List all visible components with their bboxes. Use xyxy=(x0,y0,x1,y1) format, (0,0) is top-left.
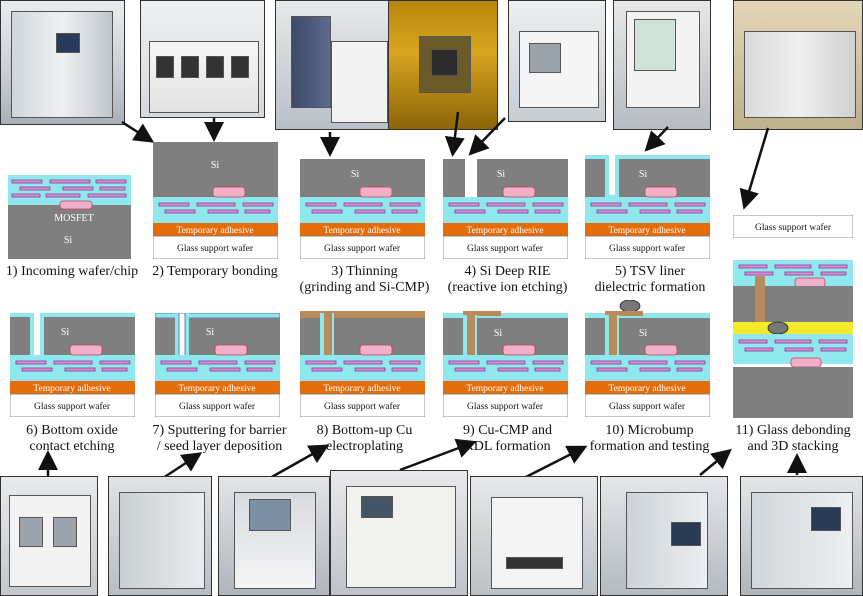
equipment-photo-5 xyxy=(508,0,606,122)
adhesive-label-4: Temporary adhesive xyxy=(466,226,543,236)
caption-step-10: 10) Microbump formation and testing xyxy=(589,423,710,454)
arrow-12 xyxy=(699,448,732,476)
si-label-6: Si xyxy=(61,327,70,338)
si-label-10: Si xyxy=(639,328,648,339)
equipment-photo-14 xyxy=(740,476,863,596)
adhesive-label-7: Temporary adhesive xyxy=(178,384,255,394)
equipment-photo-1 xyxy=(0,0,125,125)
si-label-5: Si xyxy=(639,169,648,180)
glass-label-2: Glass support wafer xyxy=(177,243,254,254)
diagram-step-1: MOSFET Si xyxy=(8,175,131,259)
adhesive-label-10: Temporary adhesive xyxy=(608,384,685,394)
equipment-photo-8 xyxy=(0,476,98,596)
glass-label-6: Glass support wafer xyxy=(34,401,111,412)
equipment-photo-10 xyxy=(218,476,330,596)
glass-label-3: Glass support wafer xyxy=(324,243,401,254)
equipment-photo-11 xyxy=(330,470,468,596)
diagram-step-5: Si Temporary adhesive Glass support wafe… xyxy=(585,155,710,259)
equipment-photo-6 xyxy=(613,0,711,130)
glass-label-11a: Glass support wafer xyxy=(755,222,832,233)
si-label-3: Si xyxy=(351,169,360,180)
diagram-glass-wafer: Glass support wafer xyxy=(733,215,853,238)
equipment-photo-12 xyxy=(470,476,598,596)
caption-step-5: 5) TSV liner dielectric formation xyxy=(594,264,706,295)
caption-step-3: 3) Thinning (grinding and Si-CMP) xyxy=(299,264,430,295)
diagram-step-9: Si Temporary adhesive Glass support wafe… xyxy=(443,311,568,417)
caption-step-2: 2) Temporary bonding xyxy=(152,264,278,279)
glass-label-5: Glass support wafer xyxy=(609,243,686,254)
si-label-7: Si xyxy=(206,327,215,338)
equipment-photo-4 xyxy=(388,0,498,130)
arrow-6 xyxy=(739,127,770,210)
adhesive-label-3: Temporary adhesive xyxy=(323,226,400,236)
diagram-step-8: Temporary adhesive Glass support wafer xyxy=(300,311,425,417)
diagram-step-6: Si Temporary adhesive Glass support wafe… xyxy=(10,313,135,417)
si-label-1: Si xyxy=(64,235,73,246)
diagram-step-4: Si Temporary adhesive Glass support wafe… xyxy=(443,159,568,259)
glass-label-10: Glass support wafer xyxy=(609,401,686,412)
adhesive-label-5: Temporary adhesive xyxy=(608,226,685,236)
diagram-step-10: Si Temporary adhesive Glass support wafe… xyxy=(585,300,710,417)
adhesive-label-6: Temporary adhesive xyxy=(33,384,110,394)
diagram-step-11 xyxy=(733,260,853,418)
caption-step-8: 8) Bottom-up Cu electroplating xyxy=(316,423,413,454)
adhesive-label-9: Temporary adhesive xyxy=(466,384,543,394)
si-label-4: Si xyxy=(497,169,506,180)
equipment-photo-9 xyxy=(108,476,212,596)
caption-step-9: 9) Cu-CMP and RDL formation xyxy=(463,423,552,454)
equipment-photo-2 xyxy=(140,0,265,118)
glass-label-8: Glass support wafer xyxy=(324,401,401,412)
adhesive-label-2: Temporary adhesive xyxy=(176,226,253,236)
caption-step-1: 1) Incoming wafer/chip xyxy=(5,264,139,279)
caption-step-6: 6) Bottom oxide contact etching xyxy=(26,423,118,454)
arrow-5 xyxy=(644,126,669,152)
equipment-photo-13 xyxy=(600,476,728,596)
si-label-2: Si xyxy=(211,160,220,171)
mosfet-label: MOSFET xyxy=(54,213,93,224)
caption-step-7: 7) Sputtering for barrier / seed layer d… xyxy=(152,423,287,454)
caption-step-4: 4) Si Deep RIE (reactive ion etching) xyxy=(447,264,568,295)
glass-label-4: Glass support wafer xyxy=(467,243,544,254)
si-label-9: Si xyxy=(494,328,503,339)
equipment-photo-7 xyxy=(733,0,863,130)
caption-step-11: 11) Glass debonding and 3D stacking xyxy=(735,423,851,454)
diagram-step-7: Si Temporary adhesive Glass support wafe… xyxy=(155,313,280,417)
diagram-step-3: Si Temporary adhesive Glass support wafe… xyxy=(300,159,425,259)
arrow-1 xyxy=(121,120,155,143)
diagram-step-2: Si Temporary adhesive Glass support wafe… xyxy=(153,142,278,259)
glass-label-7: Glass support wafer xyxy=(179,401,256,412)
glass-label-9: Glass support wafer xyxy=(467,401,544,412)
adhesive-label-8: Temporary adhesive xyxy=(323,384,400,394)
equipment-photo-3 xyxy=(275,0,400,130)
